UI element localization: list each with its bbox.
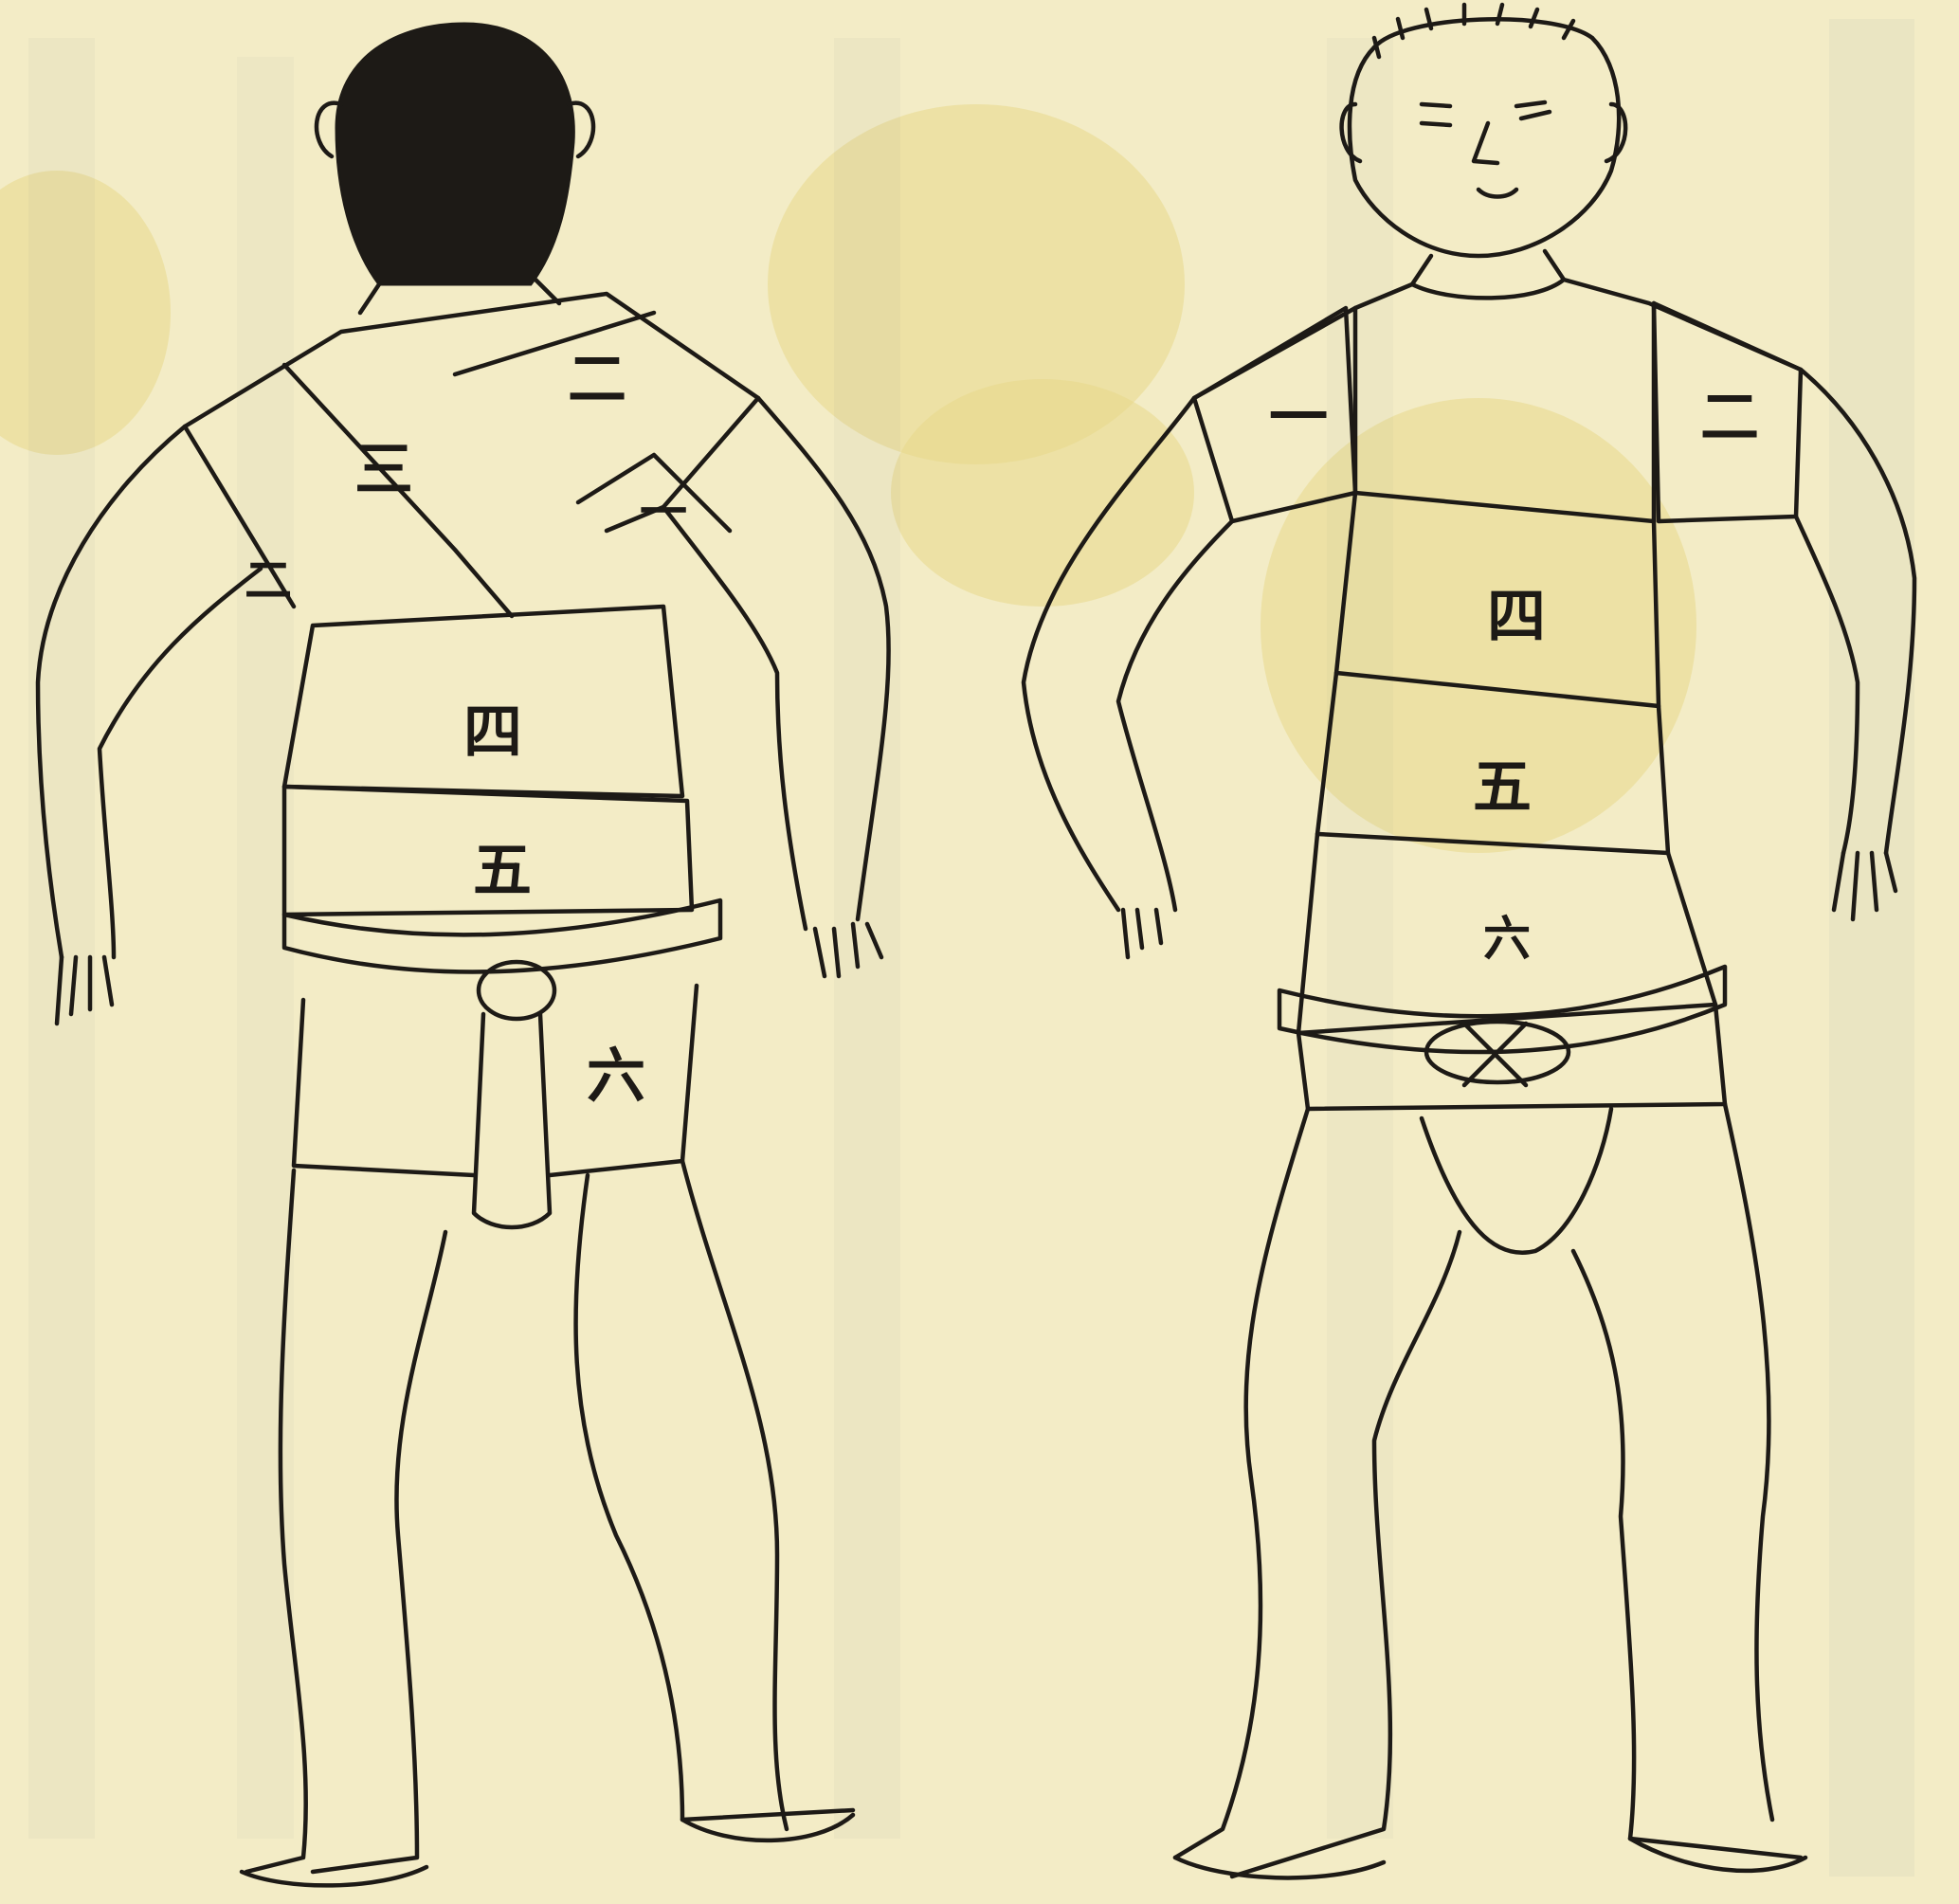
back-label-san: 三 xyxy=(354,435,413,504)
back-label-roku: 六 xyxy=(587,1042,645,1111)
front-label-ni: 二 xyxy=(1700,383,1759,452)
back-label-shi: 四 xyxy=(463,698,522,767)
back-label-ni-left: 二 xyxy=(245,553,292,608)
back-label-go: 五 xyxy=(473,836,532,905)
back-figure-labels: 二 三 二 一 四 五 六 xyxy=(245,345,687,1111)
front-figure-left-leg xyxy=(1175,1109,1308,1858)
back-figure-loincloth-flap xyxy=(474,1014,550,1227)
back-figure-hair xyxy=(336,24,573,284)
front-label-roku: 六 xyxy=(1483,911,1531,967)
back-label-ni-right: 二 xyxy=(568,345,626,414)
front-label-go: 五 xyxy=(1473,753,1532,822)
back-label-ichi: 一 xyxy=(640,484,687,540)
front-figure-loincloth xyxy=(1422,1109,1611,1253)
front-label-ichi: 一 xyxy=(1269,383,1328,452)
front-label-shi: 四 xyxy=(1487,582,1546,651)
